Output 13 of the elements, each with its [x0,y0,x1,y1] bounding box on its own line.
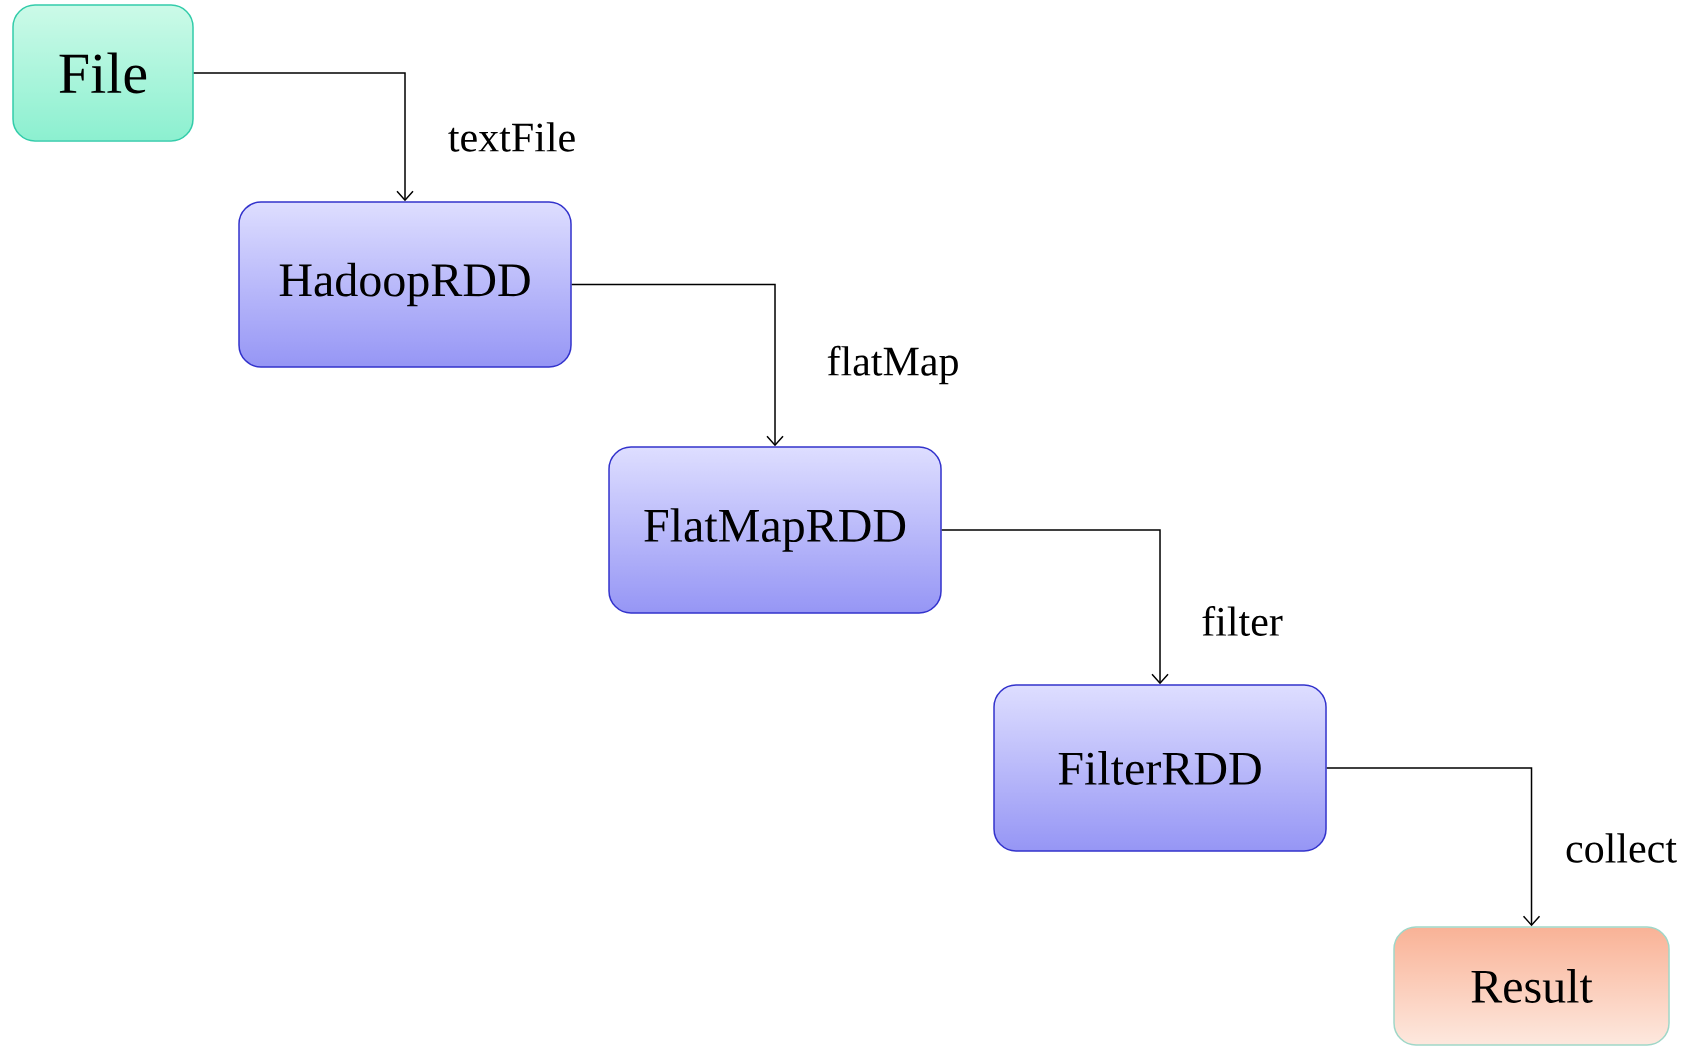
arrow [571,283,784,447]
arrow [193,72,414,202]
edge-label: collect [1564,832,1678,864]
edge-label: textFile [446,121,578,153]
process-box: FilterRDD [993,684,1327,852]
arrow [941,529,1169,685]
arrow [1326,767,1541,927]
edge-label: filter [1200,605,1284,637]
process-box: HadoopRDD [238,201,572,368]
result-box: Result [1393,926,1670,1046]
source-box: File [12,4,194,142]
edge-label: flatMap [825,344,961,386]
process-box: FlatMapRDD [608,446,942,614]
